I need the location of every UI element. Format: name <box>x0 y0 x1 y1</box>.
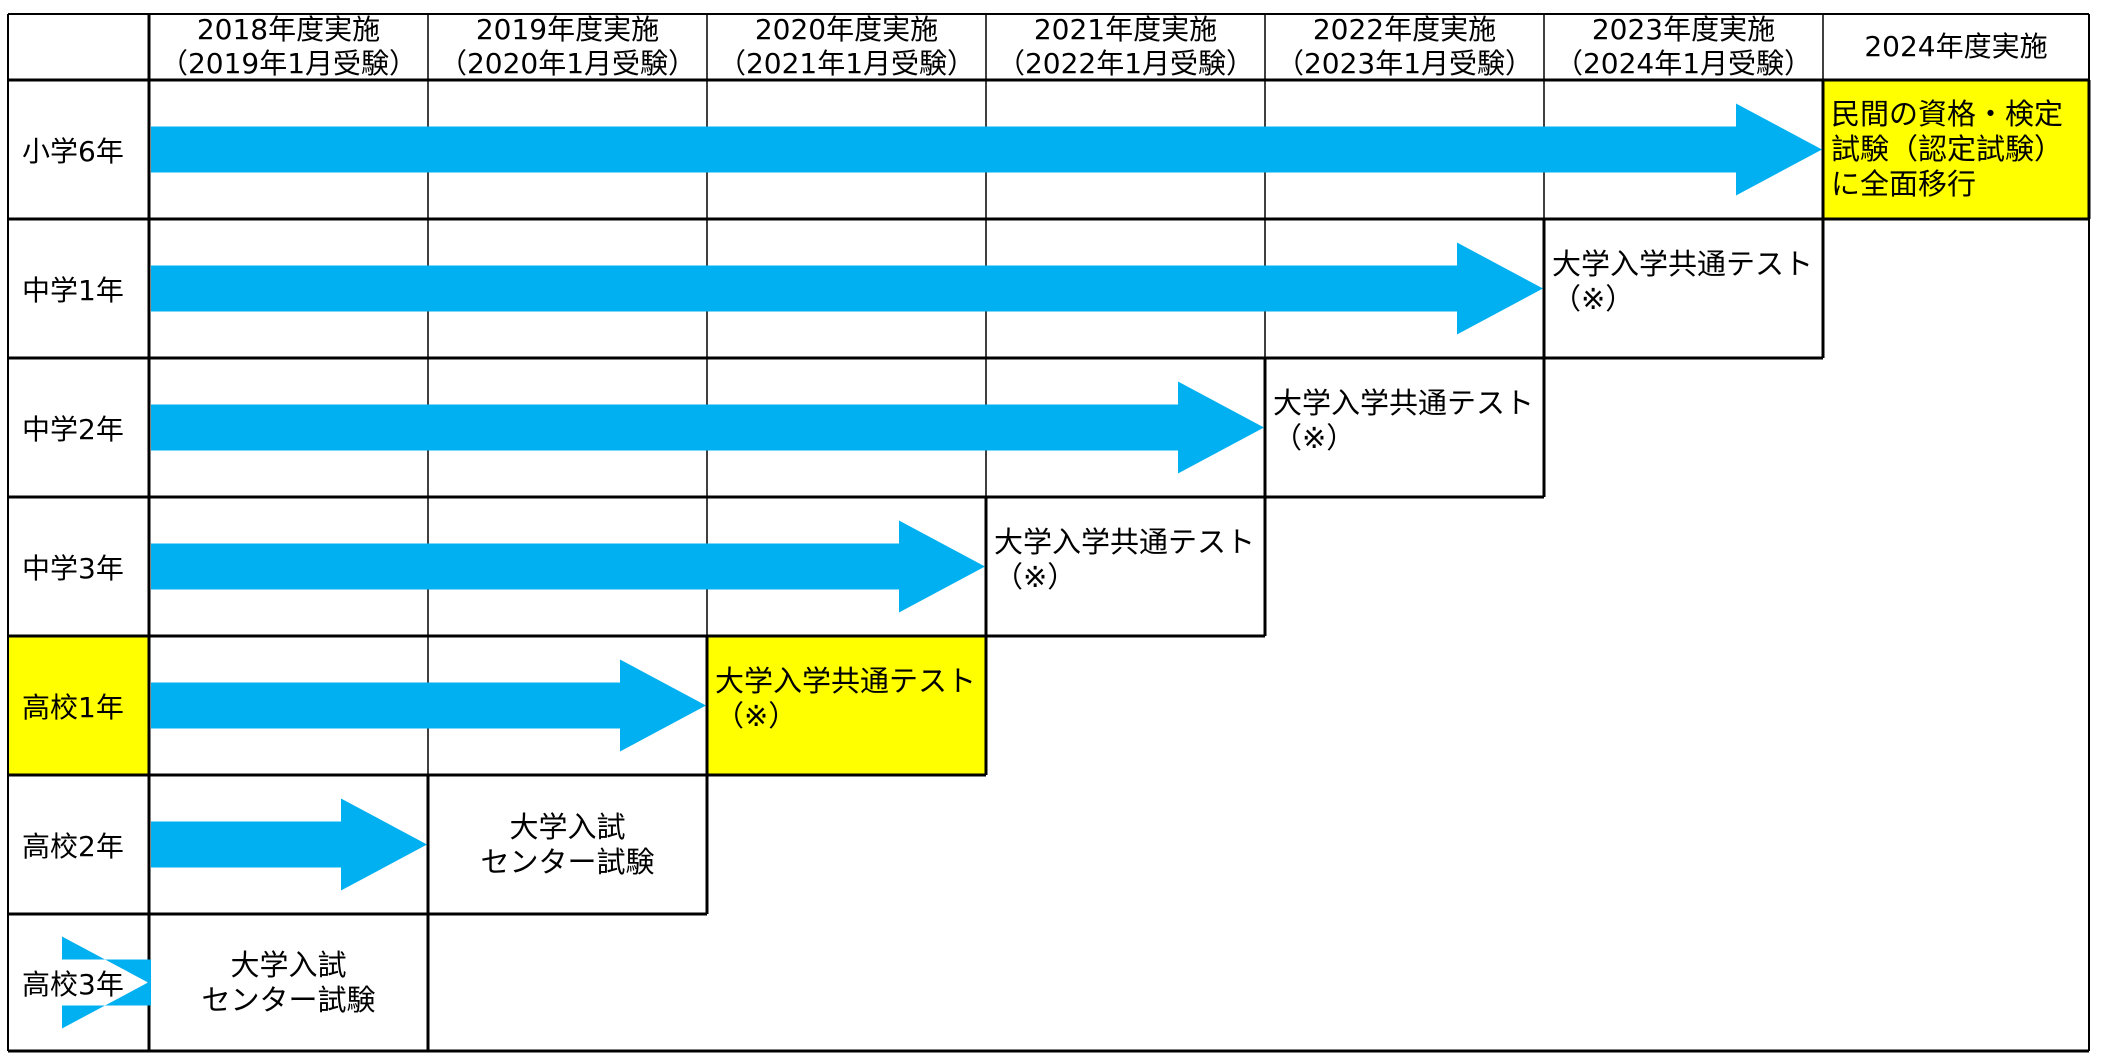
progression-arrow-shape <box>151 103 1822 196</box>
destination-text-line: 大学入学共通テスト <box>994 525 1256 559</box>
row-label-text: 中学1年 <box>22 273 124 307</box>
progression-arrow-shape <box>151 520 985 613</box>
target-highlight <box>707 636 986 775</box>
destination-cell: 大学入学共通テスト（※） <box>707 636 986 775</box>
row-label-text: 小学6年 <box>22 134 124 168</box>
row-label: 中学1年 <box>8 219 149 358</box>
destination-cell: 大学入学共通テスト（※） <box>1265 358 1544 497</box>
column-header: 2019年度実施（2020年1月受験） <box>428 13 707 80</box>
destination-cell: 大学入学共通テスト（※） <box>1544 219 1823 358</box>
row-label: 中学2年 <box>8 358 149 497</box>
destination-text-line: （※） <box>994 560 1077 594</box>
column-header-line1: 2019年度実施 <box>475 13 660 46</box>
label-highlight <box>8 636 149 775</box>
column-header-line2: （2023年1月受験） <box>1275 47 1534 80</box>
destination-text-line: 大学入学共通テスト <box>1552 247 1814 281</box>
target-highlight <box>1823 80 2089 219</box>
column-header: 2023年度実施（2024年1月受験） <box>1544 13 1823 80</box>
column-header-line1: 2022年度実施 <box>1312 13 1497 46</box>
row-label: 小学6年 <box>8 80 149 219</box>
destination-text-line: 大学入試 <box>509 809 626 844</box>
column-header-line2: （2019年1月受験） <box>159 47 418 80</box>
destination-text-line: 民間の資格・検定 <box>1831 97 2064 131</box>
destination-text-line: （※） <box>715 699 798 733</box>
row-label: 中学3年 <box>8 497 149 636</box>
row-label-text: 高校1年 <box>22 690 124 724</box>
row-label: 高校3年 <box>8 914 149 1051</box>
column-header: 2024年度実施 <box>1823 14 2089 80</box>
progression-arrow-shape <box>151 242 1543 335</box>
column-header-line1: 2023年度実施 <box>1591 13 1776 46</box>
column-header-line2: （2021年1月受験） <box>717 47 976 80</box>
progression-arrow-shape <box>151 798 427 891</box>
column-header-line1: 2020年度実施 <box>754 13 939 46</box>
row-label-text: 高校3年 <box>22 967 124 1001</box>
column-header: 2022年度実施（2023年1月受験） <box>1265 13 1544 80</box>
row-label: 高校1年 <box>8 636 149 775</box>
destination-text-line: 大学入学共通テスト <box>715 664 977 698</box>
row-label-text: 中学3年 <box>22 551 124 585</box>
destination-cell: 民間の資格・検定試験（認定試験）に全面移行 <box>1823 80 2089 219</box>
destination-text-line: 大学入学共通テスト <box>1273 386 1535 420</box>
progression-arrow-shape <box>151 659 706 752</box>
destination-cell: 大学入試センター試験 <box>428 775 707 914</box>
destination-text-line: に全面移行 <box>1831 167 1977 201</box>
column-header-line2: （2024年1月受験） <box>1554 47 1813 80</box>
destination-text-line: 試験（認定試験） <box>1831 132 2064 166</box>
row-label-text: 中学2年 <box>22 412 124 446</box>
column-header: 2020年度実施（2021年1月受験） <box>707 13 986 80</box>
destination-text-line: センター試験 <box>201 982 376 1017</box>
column-header-line1: 2018年度実施 <box>196 13 381 46</box>
destination-text-line: 大学入試 <box>230 947 347 982</box>
destination-text-line: センター試験 <box>480 844 655 879</box>
column-header: 2021年度実施（2022年1月受験） <box>986 13 1265 80</box>
row-label: 高校2年 <box>8 775 149 914</box>
destination-cell: 大学入学共通テスト（※） <box>986 497 1265 636</box>
progression-arrow-shape <box>151 381 1264 474</box>
progression-arrow-shape <box>62 936 151 1029</box>
column-header-line1: 2021年度実施 <box>1033 13 1218 46</box>
destination-cell: 大学入試センター試験 <box>149 914 428 1051</box>
column-header-line2: （2022年1月受験） <box>996 47 1255 80</box>
row-label-text: 高校2年 <box>22 829 124 863</box>
destination-text-line: （※） <box>1552 282 1635 316</box>
column-header: 2018年度実施（2019年1月受験） <box>149 13 428 80</box>
column-header-line1: 2024年度実施 <box>1864 30 2048 63</box>
destination-text-line: （※） <box>1273 421 1356 455</box>
column-header-line2: （2020年1月受験） <box>438 47 697 80</box>
